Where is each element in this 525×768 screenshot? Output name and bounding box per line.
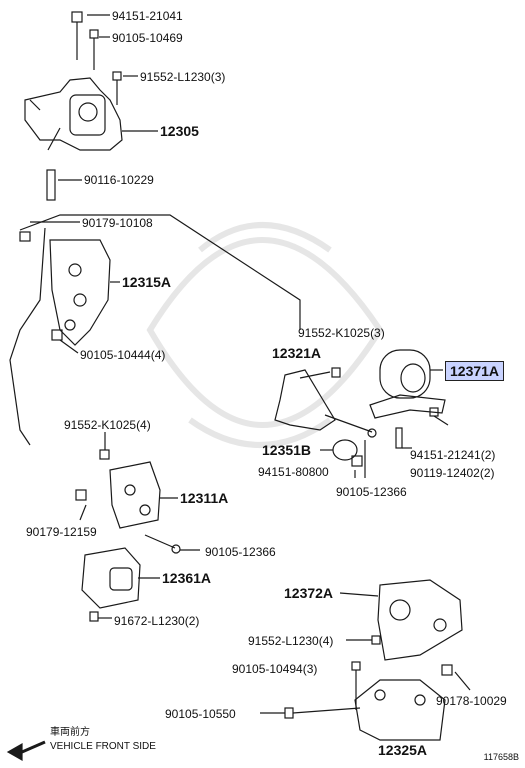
part-12351B-cushion (320, 439, 366, 478)
watermark-emblem (146, 222, 384, 448)
boundary-line (19, 214, 301, 330)
part-label[interactable]: 12351B (262, 442, 312, 458)
part-label[interactable]: 90116-10229 (84, 173, 154, 187)
part-label[interactable]: 90178-10029 (436, 694, 507, 708)
part-label[interactable]: 94151-21041 (112, 9, 183, 23)
part-label[interactable]: 12311A (180, 490, 229, 506)
part-label[interactable]: 90105-12366 (205, 545, 276, 559)
part-12321A-bracket (274, 367, 377, 438)
catalog-number: 117658B (483, 752, 519, 762)
part-label[interactable]: 90119-12402(2) (410, 466, 495, 480)
part-label[interactable]: 91552-K1025(3) (298, 326, 385, 340)
part-12315A-bracket (49, 239, 120, 354)
part-label[interactable]: 91552-K1025(4) (64, 418, 151, 432)
part-label[interactable]: 12305 (160, 123, 199, 139)
part-12311A-bracket (75, 432, 200, 554)
part-label[interactable]: 91552-L1230(3) (140, 70, 226, 84)
part-label[interactable]: 90179-10108 (82, 216, 153, 230)
part-label[interactable]: 12315A (122, 274, 172, 290)
part-label[interactable]: 12372A (284, 585, 334, 601)
part-label[interactable]: 90105-10550 (165, 707, 236, 721)
part-label[interactable]: 90179-12159 (26, 525, 97, 539)
part-label[interactable]: 12325A (378, 742, 428, 758)
part-label[interactable]: 94151-21241(2) (410, 448, 496, 462)
part-12325A-bracket (260, 661, 471, 741)
direction-label-jp: 車両前方 (50, 727, 90, 738)
part-label[interactable]: 90105-10494(3) (232, 662, 318, 676)
part-label[interactable]: 12321A (272, 345, 322, 361)
part-label[interactable]: 90105-10444(4) (80, 348, 166, 362)
direction-arrow-icon (6, 740, 46, 762)
part-label[interactable]: 91672-L1230(2) (114, 614, 200, 628)
part-label[interactable]: 90105-12366 (336, 485, 407, 499)
highlighted-part-label[interactable]: 12371A (445, 361, 505, 381)
part-label[interactable]: 12361A (162, 570, 212, 586)
direction-label-en: VEHICLE FRONT SIDE (50, 741, 156, 752)
stud-90116 (46, 169, 82, 201)
part-12361A-cushion (81, 547, 160, 622)
part-12305-upper-mount (24, 77, 123, 151)
part-label[interactable]: 94151-80800 (258, 465, 329, 479)
part-label[interactable]: 91552-L1230(4) (248, 634, 334, 648)
part-12372A-bracket (339, 579, 463, 661)
body-outline (9, 227, 46, 446)
bolt-group-top (71, 11, 158, 132)
part-12371A-mount (369, 349, 449, 449)
part-label[interactable]: 90105-10469 (112, 31, 183, 45)
